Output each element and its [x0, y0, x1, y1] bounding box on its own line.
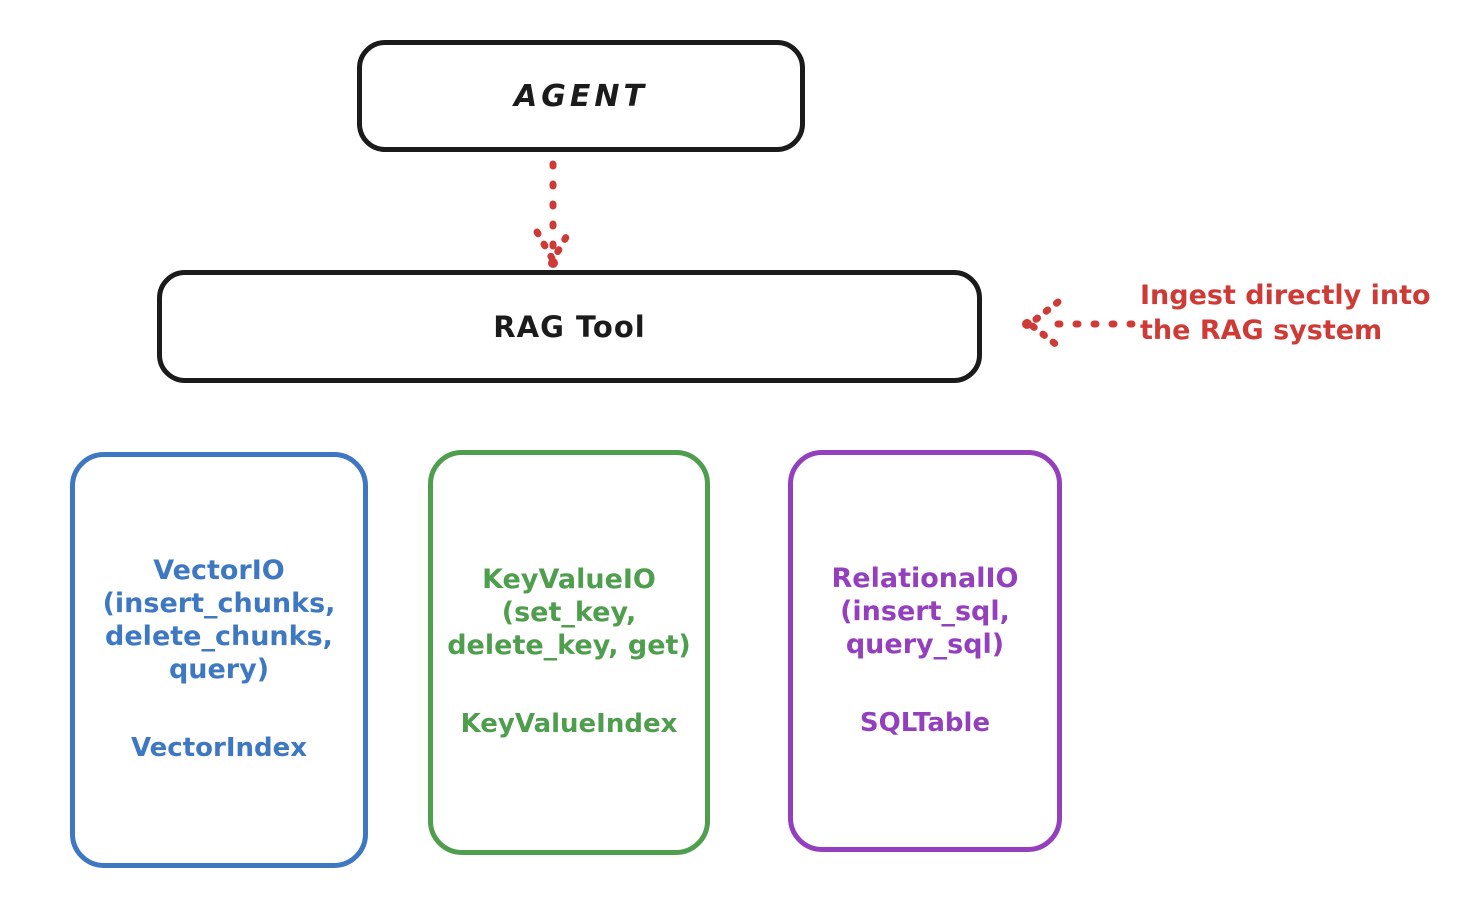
ingest-dotted-arrow-icon	[1022, 298, 1136, 350]
agent-node[interactable]: AGENT	[357, 40, 805, 152]
vector-io-index-label: VectorIndex	[130, 733, 308, 764]
rag-tool-node-label: RAG Tool	[493, 309, 646, 344]
agent-to-rag-tool-dotted-arrow-icon	[533, 160, 573, 268]
vector-io-node[interactable]: VectorIO (insert_chunks, delete_chunks, …	[70, 452, 368, 868]
relational-io-index-label: SQLTable	[859, 707, 991, 738]
relational-io-title: RelationalIO (insert_sql, query_sql)	[831, 562, 1019, 660]
key-value-io-title: KeyValueIO (set_key, delete_key, get)	[447, 564, 691, 662]
relational-io-node[interactable]: RelationalIO (insert_sql, query_sql) SQL…	[788, 450, 1062, 852]
key-value-io-node[interactable]: KeyValueIO (set_key, delete_key, get) Ke…	[428, 450, 710, 855]
agent-node-label: AGENT	[514, 78, 648, 114]
key-value-io-index-label: KeyValueIndex	[460, 709, 678, 740]
rag-tool-node[interactable]: RAG Tool	[157, 270, 982, 383]
vector-io-title: VectorIO (insert_chunks, delete_chunks, …	[102, 555, 336, 686]
ingest-annotation-text: Ingest directly into the RAG system	[1140, 280, 1431, 347]
